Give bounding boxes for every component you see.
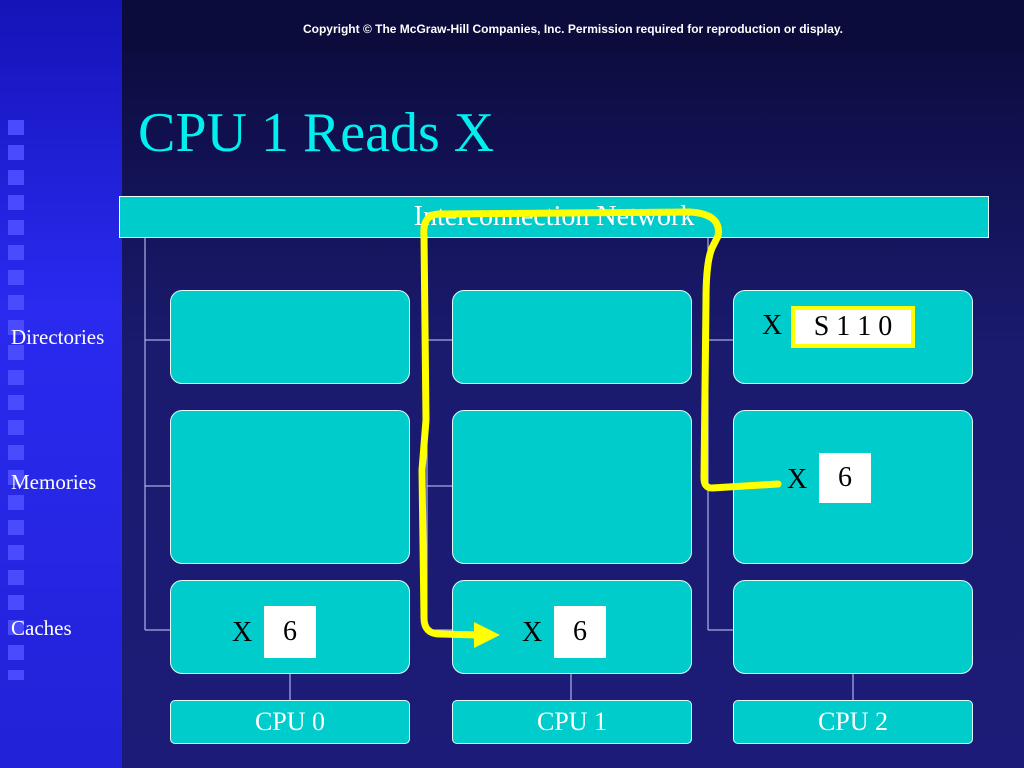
cpu-0: CPU 0 [170, 700, 410, 744]
cpu-1: CPU 1 [452, 700, 692, 744]
slide-title: CPU 1 Reads X [138, 102, 495, 164]
directory-cpu1 [452, 290, 692, 384]
directory-cpu0 [170, 290, 410, 384]
cache1-entry-var: X [522, 617, 543, 648]
decorative-squares [8, 120, 24, 680]
copyright-notice: Copyright © The McGraw-Hill Companies, I… [302, 22, 844, 36]
cache0-value: 6 [264, 606, 316, 658]
memory-cpu0 [170, 410, 410, 564]
row-label-memories: Memories [11, 470, 97, 494]
row-label-directories: Directories [11, 325, 105, 349]
cache-cpu2 [733, 580, 973, 674]
memory-value: 6 [819, 453, 871, 503]
cpu-2: CPU 2 [733, 700, 973, 744]
memory-cpu1 [452, 410, 692, 564]
header-bar [122, 0, 1024, 52]
cache1-value: 6 [554, 606, 606, 658]
cache0-entry-var: X [232, 617, 253, 648]
memory-entry-var: X [787, 464, 808, 495]
directory-entry-var: X [762, 310, 783, 341]
interconnection-network: Interconnection Network [119, 196, 989, 238]
slide-sidebar [0, 0, 122, 768]
directory-state: S 1 1 0 [791, 306, 915, 348]
row-label-caches: Caches [11, 616, 72, 640]
